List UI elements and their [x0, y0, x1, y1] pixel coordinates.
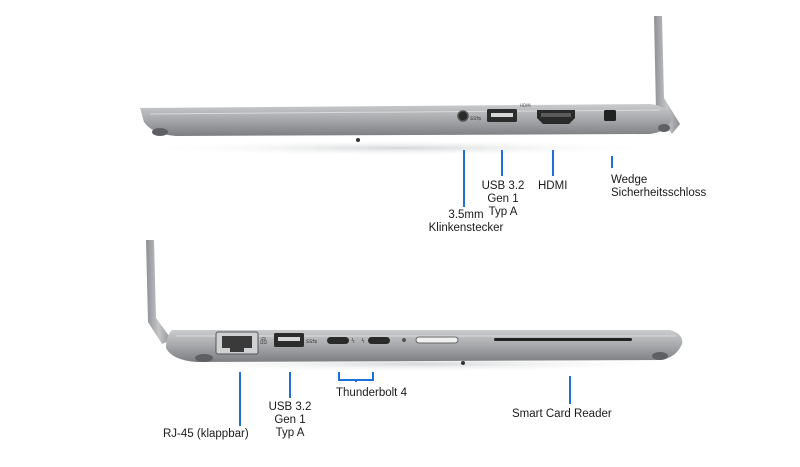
thunderbolt-port-2: [368, 337, 390, 344]
laptop-bottom-lid: [146, 240, 172, 344]
label-thunderbolt-text: Thunderbolt 4: [336, 387, 407, 399]
thunderbolt-port-1: [327, 337, 349, 344]
label-smartcard-text: Smart Card Reader: [512, 408, 612, 420]
label-usb-bottom-line1: USB 3.2: [268, 401, 312, 413]
label-audio-jack-line1: 3.5mm: [448, 209, 484, 221]
audio-jack-port: [457, 110, 469, 122]
network-icon: 品: [260, 337, 267, 345]
label-thunderbolt: Thunderbolt 4: [336, 387, 407, 400]
laptop-top-foot-right: [658, 124, 670, 132]
usb-icon-bottom: ss⇆: [306, 338, 317, 345]
label-smartcard: Smart Card Reader: [512, 408, 612, 421]
usb-icon-top: ss⇆: [470, 115, 481, 122]
laptop-top-base: [140, 104, 672, 136]
label-wedge-lock: Wedge Sicherheitsschloss: [611, 174, 706, 200]
label-usb-bottom-line2: Gen 1: [274, 414, 306, 426]
thunderbolt-icon-2: ϟ: [361, 338, 365, 345]
laptop-top-foot-left: [152, 128, 168, 136]
thunderbolt-icon-1: ϟ: [351, 338, 355, 345]
label-wedge-lock-line1: Wedge: [611, 174, 648, 186]
label-hdmi: HDMI: [538, 180, 567, 193]
label-usb-top-line3: Typ A: [488, 206, 518, 218]
label-usb-bottom-line3: Typ A: [275, 427, 305, 439]
wedge-lock-slot: [604, 110, 616, 121]
sd-card-slot: [415, 336, 459, 344]
label-audio-jack: 3.5mm Klinkenstecker: [421, 209, 511, 235]
bottom-leader-lines: [239, 372, 571, 426]
laptop-bottom-foot-left: [195, 354, 213, 362]
smart-card-slot: [494, 338, 632, 341]
label-usb-top-line2: Gen 1: [487, 193, 519, 205]
leader-thunderbolt: [338, 372, 374, 381]
top-leader-lines: [463, 150, 613, 207]
laptop-top-view: ss⇆ HDMI: [140, 16, 680, 156]
laptop-top-shadow: [140, 140, 660, 156]
label-usb-top-line1: USB 3.2: [481, 180, 525, 192]
label-usb-bottom: USB 3.2 Gen 1 Typ A: [259, 401, 321, 440]
label-audio-jack-line2: Klinkenstecker: [428, 222, 504, 234]
label-wedge-lock-line2: Sicherheitsschloss: [611, 187, 707, 199]
laptop-bottom-view: 品 ss⇆ ϟ ϟ: [146, 240, 690, 372]
label-rj45-text: RJ-45 (klappbar): [163, 428, 249, 440]
label-rj45: RJ-45 (klappbar): [163, 428, 249, 441]
label-usb-top: USB 3.2 Gen 1 Typ A: [472, 180, 534, 219]
label-hdmi-text: HDMI: [538, 180, 568, 192]
laptop-top-lid: [654, 16, 680, 134]
status-led: [402, 338, 406, 342]
laptop-bottom-foot-right: [652, 352, 668, 360]
hdmi-icon: HDMI: [520, 103, 531, 108]
